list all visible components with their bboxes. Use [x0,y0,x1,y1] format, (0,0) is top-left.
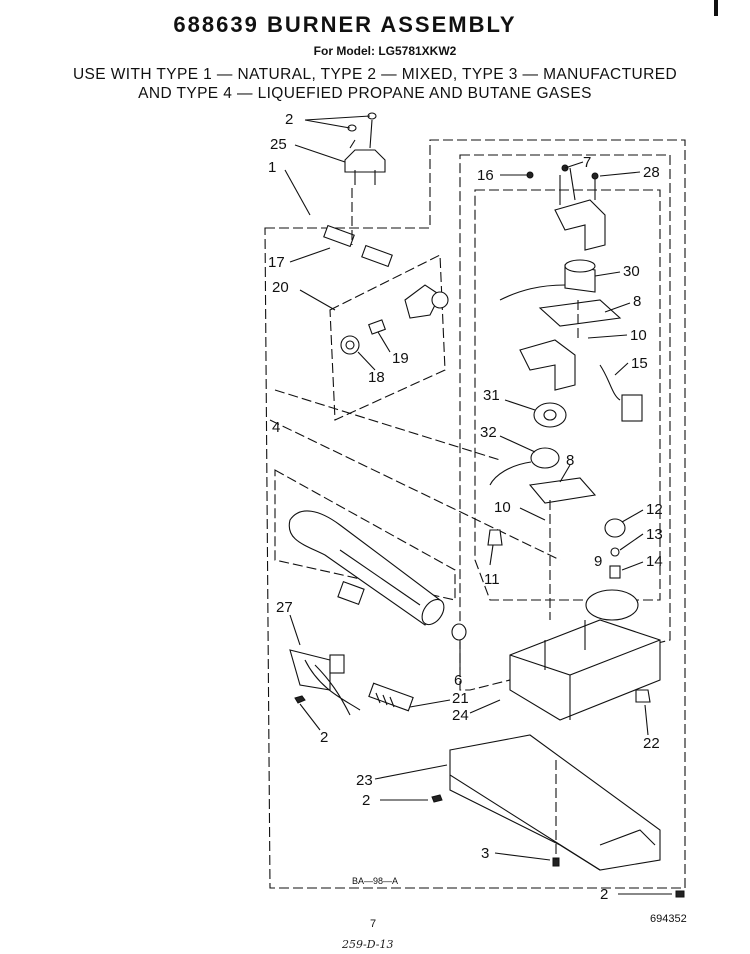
solenoid-part [489,447,560,486]
callout-9: 9 [594,553,602,570]
callout-11: 11 [484,571,500,588]
callout-27: 27 [276,599,293,616]
elbow-fitting-part [404,284,449,319]
sensor-bracket-part [289,649,361,716]
lower-bracket-part [519,339,576,391]
nut-part [340,335,360,355]
lower-plate-part [528,477,597,504]
callout-25: 25 [270,136,287,153]
usage-line-1: USE WITH TYPE 1 — NATURAL, TYPE 2 — MIXE… [72,66,678,83]
page-title: 688639 BURNER ASSEMBLY [173,12,517,37]
callout-7: 7 [583,154,591,171]
callout-31: 31 [483,387,500,404]
callout-6: 6 [454,672,462,689]
connector-part [599,364,643,422]
callout-21: 21 [452,690,469,707]
callout-2-top: 2 [285,111,293,128]
callout-4: 4 [272,419,280,436]
callout-12: 12 [646,501,663,518]
assembly-outline [264,139,686,889]
callout-22: 22 [643,735,660,752]
coil-part [499,259,596,301]
orifice-part [368,319,386,335]
callout-20: 20 [272,279,289,296]
orifice-group-outline [329,254,446,421]
callout-19: 19 [392,350,409,367]
callout-14: 14 [646,553,663,570]
valve-outline [459,154,671,691]
burner-tube-outline [274,469,456,601]
upper-bracket-part [526,164,606,251]
valve-inner-outline [474,189,661,601]
callout-32: 32 [480,424,497,441]
igniter-tube-part [323,224,393,268]
fitting-part [635,689,651,703]
model-number: For Model: LG5781XKW2 [313,44,457,58]
callout-2-bottom: 2 [600,886,608,903]
igniter-part [368,682,414,712]
scan-mark [714,0,718,16]
callout-13: 13 [646,526,663,543]
callout-30: 30 [623,263,640,280]
burner-tube-part [288,510,445,626]
solenoid-coil-part [533,402,567,428]
callout-1: 1 [268,159,276,176]
callout-18: 18 [368,369,385,386]
cap-parts [604,518,626,579]
callout-15: 15 [631,355,648,372]
orifice-small-part [451,623,467,641]
clamp-part [344,112,386,185]
callout-24: 24 [452,707,469,724]
guide-line-1 [274,389,501,461]
callout-3: 3 [481,845,489,862]
document-number: 694352 [650,913,687,925]
screws [294,695,685,898]
callout-17: 17 [268,254,285,271]
callout-23: 23 [356,772,373,789]
callout-2-mid: 2 [362,792,370,809]
callout-10-lower: 10 [494,499,511,516]
drawing-code: BA—98—A [352,876,398,886]
callout-8-upper: 8 [633,293,641,310]
callout-10-upper: 10 [630,327,647,344]
guide-line-2 [269,419,561,561]
callout-8-lower: 8 [566,452,574,469]
leader-lines [284,115,672,895]
callout-28: 28 [643,164,660,181]
valve-body-part [509,589,661,721]
callout-2-left: 2 [320,729,328,746]
mounting-bracket-part [449,734,661,871]
callout-16: 16 [477,167,494,184]
handwritten-note: 259-D-13 [341,938,393,951]
washer-part [487,529,503,546]
usage-line-2: AND TYPE 4 — LIQUEFIED PROPANE AND BUTAN… [138,85,592,102]
page-number: 7 [370,918,376,930]
plate-part [538,299,622,327]
